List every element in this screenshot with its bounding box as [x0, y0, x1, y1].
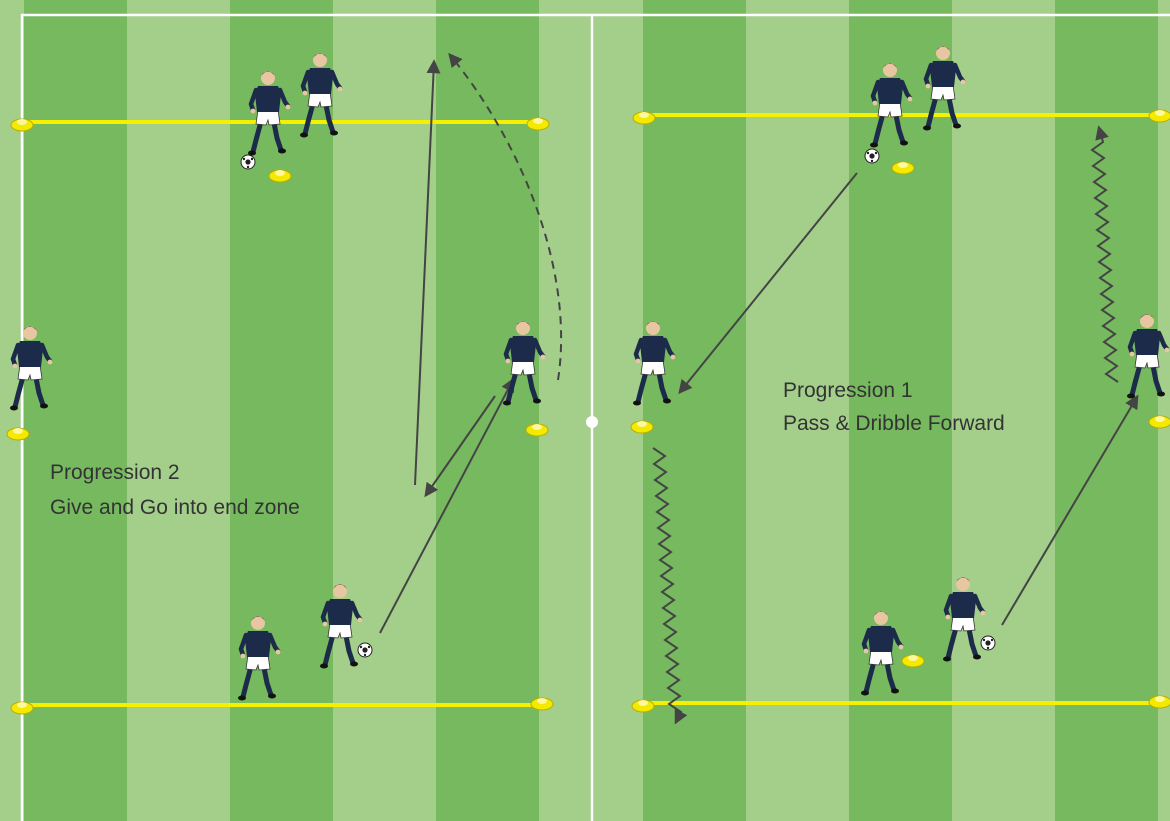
grass-stripes — [24, 0, 1158, 821]
left-section-label: Progression 2 Give and Go into end zone — [50, 461, 300, 519]
cone-icon — [10, 701, 34, 715]
cone-icon — [1148, 695, 1170, 709]
cone-icon — [632, 111, 656, 125]
pass-arrow — [424, 395, 496, 498]
run-arrow — [414, 59, 441, 486]
center-spot — [586, 416, 598, 428]
cone-icon — [525, 423, 549, 437]
left-section-title: Progression 2 — [50, 461, 180, 484]
cone-icon — [631, 699, 655, 713]
cone-icon — [10, 118, 34, 132]
pass-arrow — [379, 377, 515, 634]
dribble-arrow — [652, 447, 688, 725]
left-section-subtitle: Give and Go into end zone — [50, 496, 300, 519]
right-section-title: Progression 1 — [783, 379, 913, 402]
cone-icon — [901, 654, 925, 668]
cone-icon — [891, 161, 915, 175]
dribble-arrow — [1090, 125, 1119, 383]
pass-arrow — [1001, 394, 1139, 626]
soccer-ball-icon — [864, 148, 880, 164]
soccer-ball-icon — [980, 635, 996, 651]
cone-icon — [526, 117, 550, 131]
soccer-ball-icon — [357, 642, 373, 658]
dashed-run-arrow — [448, 52, 562, 381]
cone-icon — [268, 169, 292, 183]
cone-icon — [630, 420, 654, 434]
soccer-ball-icon — [240, 154, 256, 170]
cone-icon — [1148, 109, 1170, 123]
right-section-label: Progression 1 Pass & Dribble Forward — [783, 379, 1005, 435]
movement-arrows — [379, 52, 1139, 725]
cone-icon — [1148, 415, 1170, 429]
cone-icon — [530, 697, 554, 711]
cone-icon — [6, 427, 30, 441]
right-section-subtitle: Pass & Dribble Forward — [783, 412, 1005, 435]
pass-arrow — [678, 172, 858, 395]
